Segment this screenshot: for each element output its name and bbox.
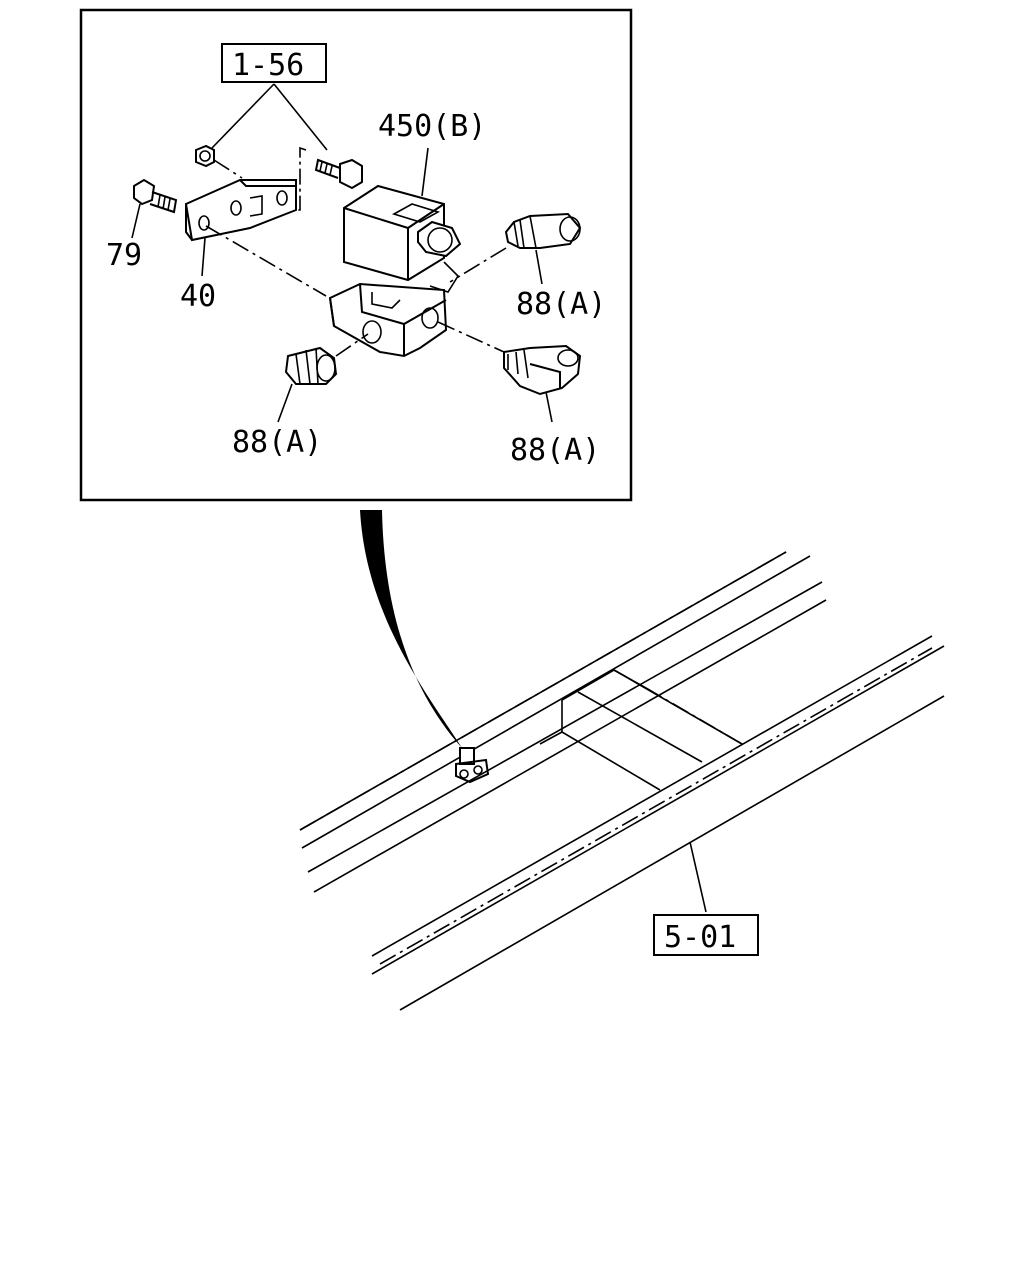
leader-1-56: [211, 83, 328, 151]
label-40: 40: [180, 279, 216, 314]
alignment-line-fitting-left: [335, 333, 369, 357]
label-79: 79: [106, 238, 142, 273]
alignment-line-fitting-upper: [449, 247, 507, 283]
alignment-line-fitting-elbow: [437, 321, 505, 353]
bracket-40-part: [184, 179, 297, 242]
ref-box-5-01: [653, 914, 759, 956]
leader-40: [201, 237, 206, 277]
label-88a-elbow: 88(A): [510, 433, 600, 468]
leader-88a-elbow: [545, 391, 553, 423]
leader-5-01: [689, 841, 707, 913]
label-88a-upper: 88(A): [516, 287, 606, 322]
valve-location-marker: [455, 747, 490, 784]
leader-79: [131, 203, 141, 239]
ref-label-5-01: 5-01: [664, 920, 736, 955]
alignment-line-nut: [213, 159, 243, 179]
alignment-line-bracket: [205, 225, 327, 297]
leader-450b: [421, 147, 429, 197]
fitting-88a-left-part: [284, 346, 338, 385]
bolt-79-part: [133, 178, 178, 214]
ref-box-1-56: [221, 43, 327, 83]
label-88a-left: 88(A): [232, 425, 322, 460]
alignment-zigzag: [292, 146, 307, 211]
nut-part: [195, 144, 215, 168]
label-450b: 450(B): [378, 109, 486, 144]
callout-pointer: [360, 510, 462, 748]
fitting-88a-upper-part: [504, 212, 582, 249]
bolt-upper-part: [314, 158, 363, 190]
leader-88a-left: [277, 383, 293, 423]
ref-label-1-56: 1-56: [232, 48, 304, 83]
solenoid-valve-450b-part: [328, 184, 462, 358]
fitting-88a-elbow-part: [503, 344, 582, 396]
leader-88a-upper: [535, 249, 543, 285]
vehicle-frame-drawing: [299, 551, 945, 1011]
